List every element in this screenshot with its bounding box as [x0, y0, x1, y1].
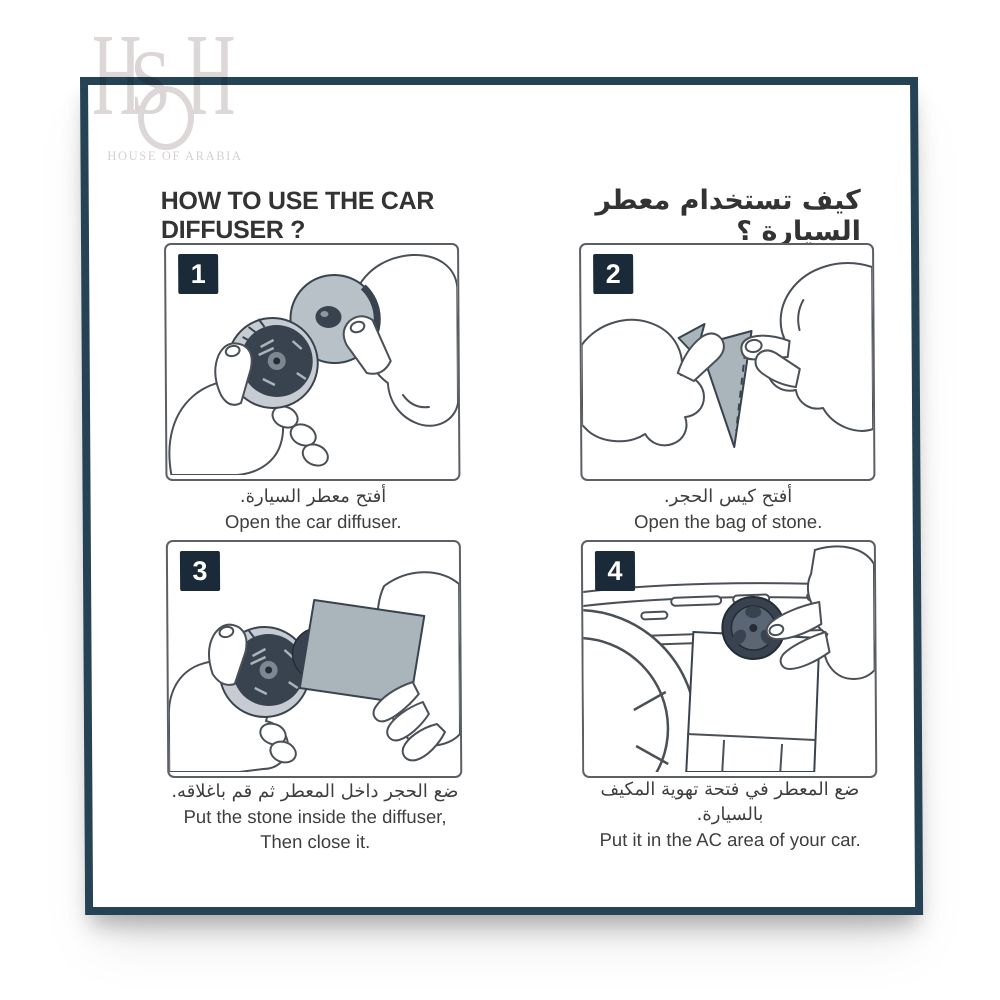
step-4-caption: ضع المعطر في فتحة تهوية المكيف بالسيارة.… [567, 777, 892, 852]
step-3-illustration-pouring-stone [167, 571, 461, 772]
step-1-panel: 1 [164, 243, 461, 481]
step-4-caption-arabic-line2: بالسيارة. [696, 804, 764, 825]
step-1-caption-english: Open the car diffuser. [224, 511, 402, 532]
step-2-caption-arabic: أفتح كيس الحجر. [663, 486, 793, 507]
step-2-illustration-tearing-bag [581, 262, 874, 448]
header: HOW TO USE THE CAR DIFFUSER ? كيف تستخدا… [161, 185, 861, 247]
step-2-caption-english: Open the bag of stone. [634, 511, 823, 532]
step-3-caption: ضع الحجر داخل المعطر ثم قم باغلاقه. Put … [152, 779, 477, 854]
step-3-caption-english-line2: Then close it. [260, 831, 371, 852]
step-1-number-badge: 1 [178, 254, 219, 294]
step-4-panel: 4 [580, 540, 878, 778]
step-4-number-badge: 4 [594, 551, 636, 591]
step-4-illustration-ac-vent [582, 545, 876, 772]
step-4-caption-arabic-line1: ضع المعطر في فتحة تهوية المكيف [600, 779, 860, 800]
step-3-panel: 3 [165, 540, 463, 778]
step-2-number-badge: 2 [593, 254, 634, 294]
step-1-caption: أفتح معطر السيارة. Open the car diffuser… [165, 484, 460, 534]
step-2-caption: أفتح كيس الحجر. Open the bag of stone. [580, 484, 875, 534]
page-title-english: HOW TO USE THE CAR DIFFUSER ? [160, 187, 435, 244]
step-3-number-badge: 3 [179, 551, 221, 591]
page-title-arabic: كيف تستخدام معطر السيارة ؟ [595, 185, 862, 247]
step-3-caption-arabic: ضع الحجر داخل المعطر ثم قم باغلاقه. [171, 781, 459, 802]
step-2-panel: 2 [579, 243, 876, 481]
step-3-caption-english-line1: Put the stone inside the diffuser, [183, 806, 447, 827]
step-4-caption-english: Put it in the AC area of your car. [599, 829, 861, 850]
instruction-card: HOW TO USE THE CAR DIFFUSER ? كيف تستخدا… [80, 77, 924, 915]
step-1-illustration-hands-opening-diffuser [168, 253, 459, 475]
step-1-caption-arabic: أفتح معطر السيارة. [239, 486, 387, 507]
